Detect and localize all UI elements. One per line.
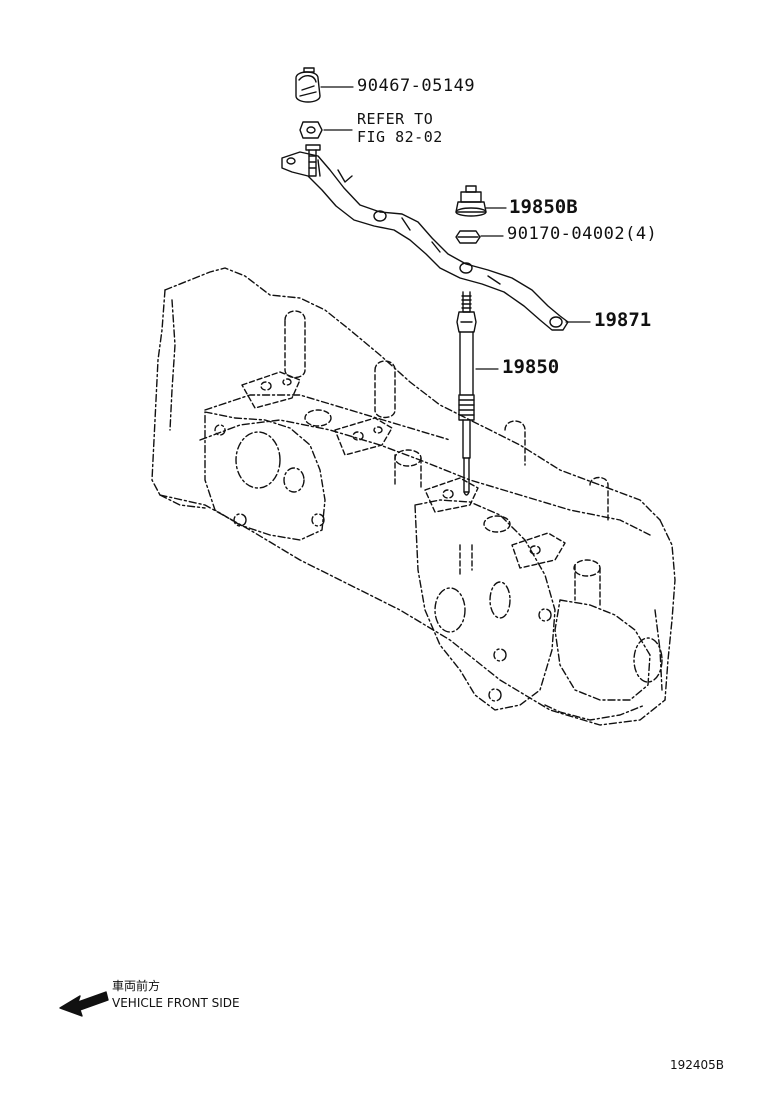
callout-refer-line2: FIG 82-02 (357, 128, 443, 146)
callout-refer-line1: REFER TO (357, 110, 434, 128)
callout-connector: 19850B (509, 196, 578, 218)
arrow-left-icon (59, 991, 109, 1017)
head-bosses (241, 310, 609, 606)
leader-lines (320, 86, 591, 370)
nut-refer-fig (299, 121, 323, 139)
glow-plug-19850 (456, 291, 477, 496)
callout-refer: REFER TO FIG 82-02 (357, 110, 443, 146)
callout-bolt: 90467-05149 (357, 76, 476, 96)
legend-japanese: 車両前方 (112, 979, 161, 993)
bolt-90467-05149 (295, 67, 321, 103)
callout-lead-plate: 19871 (594, 309, 652, 331)
callout-glow-plug: 19850 (502, 356, 560, 378)
callout-nut: 90170-04002(4) (507, 224, 658, 244)
direction-legend: 車両前方 VEHICLE FRONT SIDE (112, 978, 240, 1012)
figure-id: 192405B (669, 1058, 724, 1072)
lead-plate-19871 (281, 144, 569, 331)
cylinder-head (151, 267, 676, 726)
legend-english: VEHICLE FRONT SIDE (112, 996, 240, 1010)
nut-90170-04002 (455, 230, 481, 244)
connector-19850B (455, 185, 487, 217)
